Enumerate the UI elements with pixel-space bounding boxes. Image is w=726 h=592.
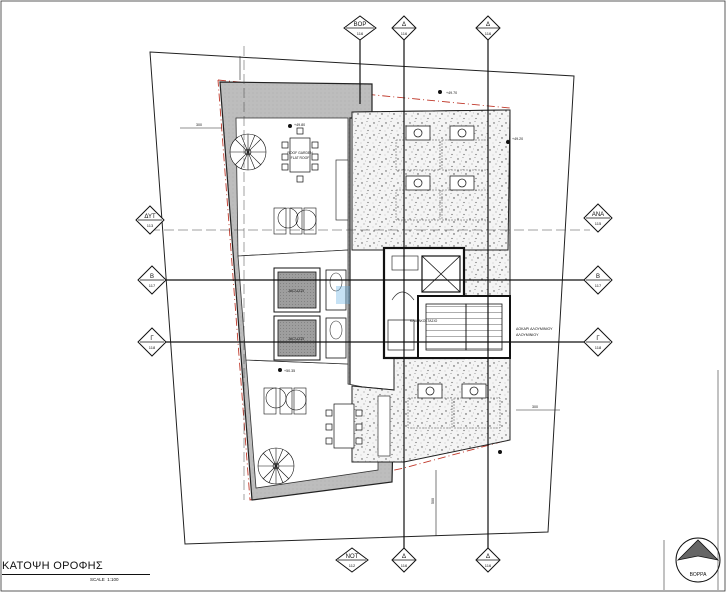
planter-strip [335,159,349,221]
label-beam-sub: ΑΛΟΥΜΙΝΙΟΥ [516,333,539,337]
marker-letter: ΝΟΤ [346,554,359,560]
marker-left-1: ΔΥΤ 113 [135,205,165,235]
marker-ref: 116 [401,563,408,568]
sun-loungers-bottom [263,387,307,415]
marker-right-2: Β 117 [583,265,613,295]
marker-letter: Β [596,274,600,280]
marker-bottom-2: Δ 116 [391,547,417,573]
level-2: +49.20 [512,137,523,141]
building-setback-line [217,79,511,501]
dim-1: 300 [196,123,202,127]
spiral-stair-bottom [257,447,295,485]
marker-top-2: Δ 116 [391,15,417,41]
title-block: ΚΑΤΟΨΗ ΟΡΟΦΗΣ SCALE 1:100 [2,560,152,582]
dim-3: 500 [431,498,435,504]
ac-unit-frames [395,139,501,429]
sun-loungers-top [273,207,317,235]
scale-value: 1:100 [107,577,119,582]
grid-lines-dashed [150,46,590,500]
marker-left-2: Β 117 [137,265,167,295]
label-jacuzzi-1: JACUZZI [288,288,304,293]
north-label: ΒΟΡΡΑ [690,572,708,578]
label-beam: ΔΟΚΑΡΙ ΑΛΟΥΜΙΝΙΟΥ [516,327,553,331]
marker-right-3: Γ 118 [583,327,613,357]
label-flat-roof: FLAT ROOF [291,156,310,160]
marker-letter: Δ [486,554,490,560]
dim-2: 300 [532,405,538,409]
dining-table-bottom [325,403,363,449]
marker-letter: ΑΝΑ [592,212,604,218]
jacuzzi-2 [277,319,317,357]
marker-ref: 116 [357,31,364,36]
dining-table-top [281,127,319,183]
marker-letter: ΔΥΤ [144,214,156,220]
marker-bottom-3: Δ 116 [475,547,501,573]
level-4: +50.35 [284,369,295,373]
flat-roof-upper [351,109,511,251]
marker-left-3: Γ 118 [137,327,167,357]
title-underline [2,574,150,575]
section-lines [162,36,588,560]
marker-ref: 118 [595,345,602,350]
scale-row: SCALE 1:100 [90,577,152,582]
marker-ref: 116 [485,31,492,36]
marker-top-3: Δ 116 [475,15,501,41]
marker-ref: 116 [401,31,408,36]
marker-letter: Γ [150,336,154,342]
marker-top-1: ΒΟΡ 116 [343,15,377,41]
marker-right-1: ΑΝΑ 115 [583,203,613,233]
stair-flight-2 [465,303,503,351]
marker-letter: Δ [486,22,490,28]
marker-ref: 117 [595,283,602,288]
marker-ref: 117 [149,283,156,288]
stair-flight [425,303,467,351]
marker-ref: 115 [595,221,602,226]
drawing-title: ΚΑΤΟΨΗ ΟΡΟΦΗΣ [2,560,103,572]
label-roof-garden: ROOF GARDEN [287,151,313,155]
marker-letter: Β [150,274,154,280]
label-jacuzzi-2: JACUZZI [288,336,304,341]
marker-ref: 113 [147,223,154,228]
north-arrow-icon: ΒΟΡΡΑ [675,537,721,583]
marker-ref: 112 [349,563,356,568]
marker-letter: Δ [402,22,406,28]
marker-bottom-1: ΝΟΤ 112 [335,547,369,573]
level-1: +49.70 [446,91,457,95]
marker-letter: ΒΟΡ [354,22,367,28]
plot-boundary [149,51,575,545]
marker-letter: Δ [402,554,406,560]
spiral-stair-top [229,133,267,171]
jacuzzi-1 [277,271,317,309]
planter-strip-2 [377,395,391,457]
marker-ref: 116 [485,563,492,568]
marker-ref: 118 [149,345,156,350]
label-stair: ΚΛΙΜΑΚΟΣΤΑΣΙΟ [410,319,438,323]
scale-label: SCALE [90,577,105,582]
level-3: +49.80 [294,123,305,127]
marker-letter: Γ [596,336,600,342]
